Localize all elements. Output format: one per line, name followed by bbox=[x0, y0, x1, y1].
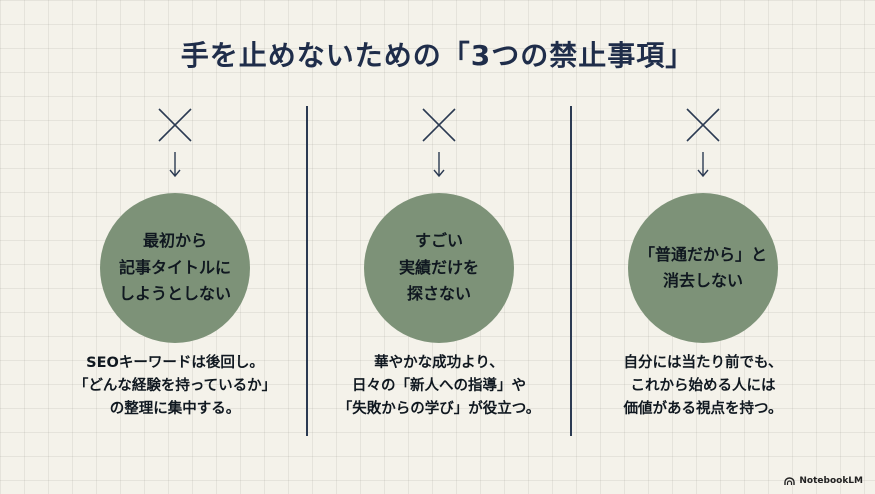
column-divider bbox=[306, 106, 308, 436]
cross-icon bbox=[158, 108, 192, 142]
prohibitions-row: 最初から 記事タイトルに しようとしない SEOキーワードは後回し。 「どんな経… bbox=[44, 100, 834, 450]
slide-title: 手を止めないための「3つの禁止事項」 bbox=[180, 39, 695, 72]
prohibition-description: 自分には当たり前でも、 これから始める人には 価値がある視点を持つ。 bbox=[623, 355, 783, 418]
notebooklm-watermark: NotebookLM bbox=[784, 476, 863, 486]
prohibition-heading: 「普通だから」と 消去しない bbox=[638, 244, 767, 290]
arrow-down-icon bbox=[697, 152, 709, 178]
prohibition-circle: 「普通だから」と 消去しない bbox=[628, 193, 778, 343]
cross-icon bbox=[422, 108, 456, 142]
column-divider bbox=[570, 106, 572, 436]
prohibition-item-3: 「普通だから」と 消去しない 自分には当たり前でも、 これから始める人には 価値… bbox=[572, 100, 834, 450]
prohibition-item-1: 最初から 記事タイトルに しようとしない SEOキーワードは後回し。 「どんな経… bbox=[44, 100, 306, 450]
prohibition-circle: すごい 実績だけを 探さない bbox=[364, 193, 514, 343]
prohibition-heading: 最初から 記事タイトルに しようとしない bbox=[118, 231, 231, 304]
cross-icon bbox=[686, 108, 720, 142]
notebooklm-logo-icon bbox=[784, 476, 796, 485]
prohibition-description: SEOキーワードは後回し。 「どんな経験を持っているか」 の整理に集中する。 bbox=[73, 355, 277, 418]
arrow-down-icon bbox=[433, 152, 445, 178]
prohibition-description: 華やかな成功より、 日々の「新人への指導」や 「失敗からの学び」が役立つ。 bbox=[337, 355, 541, 418]
prohibition-circle: 最初から 記事タイトルに しようとしない bbox=[100, 193, 250, 343]
arrow-down-icon bbox=[169, 152, 181, 178]
prohibition-heading: すごい 実績だけを 探さない bbox=[398, 231, 479, 304]
prohibition-item-2: すごい 実績だけを 探さない 華やかな成功より、 日々の「新人への指導」や 「失… bbox=[308, 100, 570, 450]
footer-brand: NotebookLM bbox=[799, 476, 863, 486]
